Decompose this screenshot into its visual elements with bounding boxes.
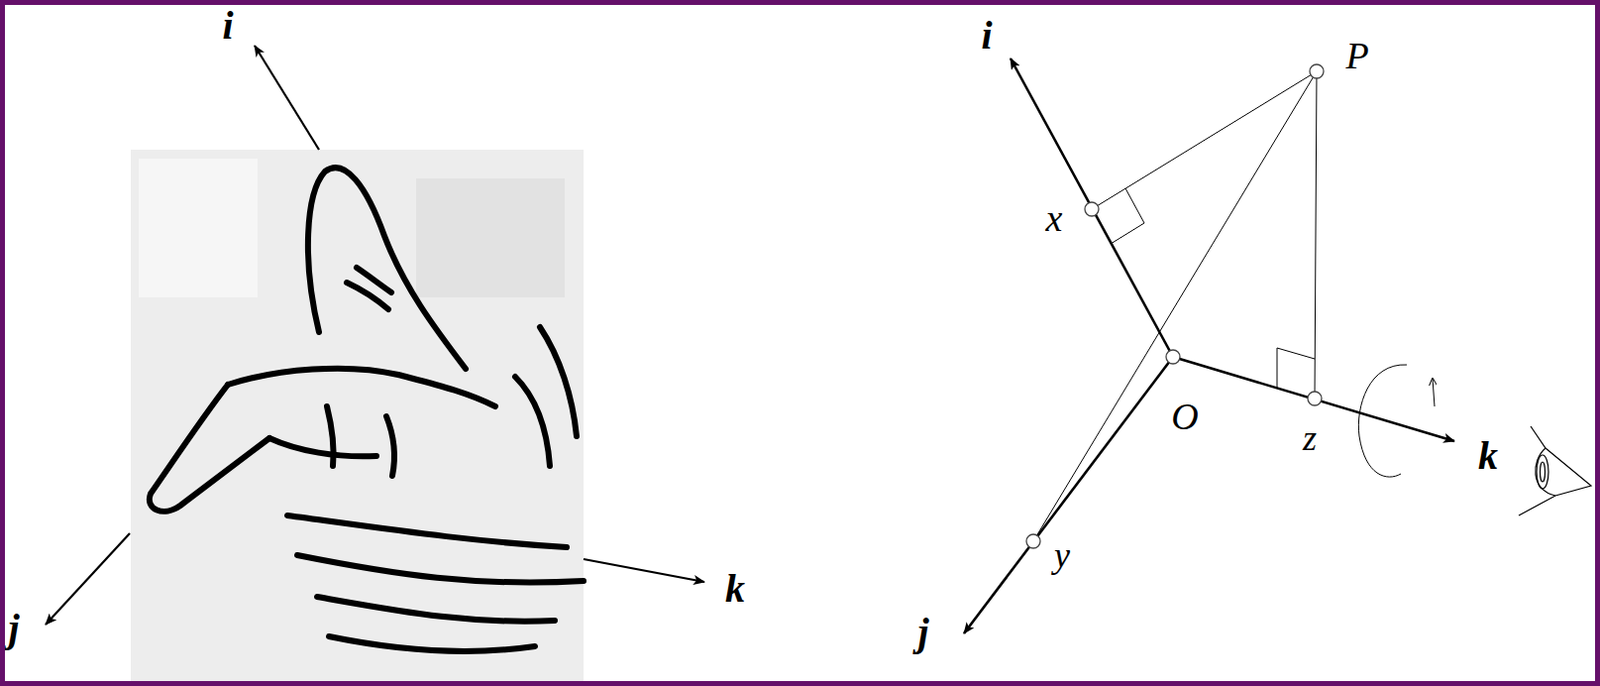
left-axes [45, 45, 705, 625]
rotation-arrow [1358, 364, 1435, 477]
axis-label: k [725, 568, 746, 609]
axis-label: i [980, 15, 992, 56]
point-label: x [1046, 199, 1064, 237]
eye-symbol [1518, 426, 1592, 516]
point-label: z [1302, 420, 1317, 456]
projection-lines [1033, 71, 1317, 541]
axis-label: j [7, 608, 19, 648]
point-label: O [1171, 397, 1198, 435]
right-axes [963, 58, 1455, 634]
hand-picture [130, 149, 584, 682]
axis-label: k [1478, 435, 1498, 476]
point-label: y [1054, 536, 1070, 573]
axis-label: j [917, 612, 929, 652]
points [1026, 64, 1324, 548]
axis-label: i [221, 5, 233, 46]
point-label: P [1345, 36, 1369, 75]
